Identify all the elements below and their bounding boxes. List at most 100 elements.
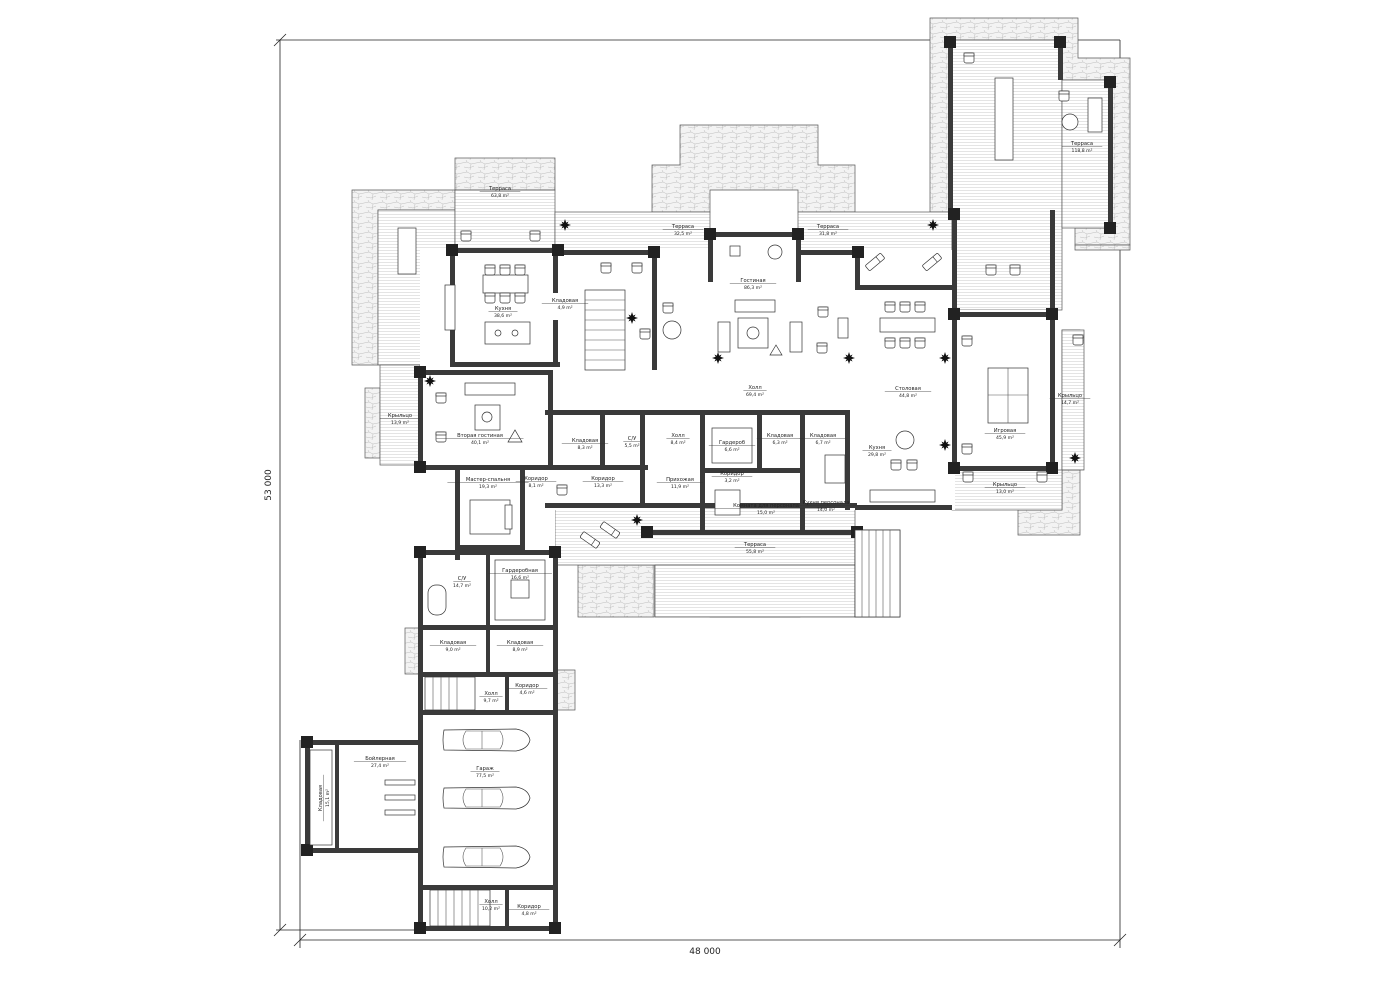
room-area: 118,8 m² [1072,148,1093,154]
room-area: 8,9 m² [512,647,527,653]
log-corners [301,36,1116,934]
armchair-icon [816,342,828,354]
main-floor [308,250,1050,928]
room-name: Гардероб [719,440,745,446]
table-icon [994,77,1014,161]
room-name: Прихожая [666,477,694,483]
sofa-icon [1087,97,1103,133]
room-name: Кладовая [507,640,533,646]
room-area: 32,5 m² [674,231,692,237]
car-icon [442,845,531,869]
armchair-icon [1058,90,1070,102]
room-name: Кладовая [810,433,836,439]
room-name: Терраса [816,224,839,230]
sofa-icon [464,382,516,396]
room-name: Кладовая [767,433,793,439]
room-area: 15,0 m² [757,510,775,516]
height-dimension: 53 000 [264,469,274,501]
room-area: 9,0 m² [445,647,460,653]
room-area: 8,3 m² [577,445,592,451]
sofa-icon [717,321,731,353]
room-name: Коридор [591,476,615,482]
room-name: Гардеробная [502,568,538,574]
armchair-icon [556,484,568,496]
armchair-icon [961,443,973,455]
room-area: 38,6 m² [494,313,512,319]
room-area: 13,3 m² [594,483,612,489]
room-name: Кладовая [440,640,466,646]
width-dimension: 48 000 [689,947,721,957]
room-area: 13,0 m² [996,489,1014,495]
room-area: 69,4 m² [746,392,764,398]
armchair-icon [914,337,926,349]
room-name: Терраса [488,186,511,192]
room-name: Крыльцо [993,482,1017,488]
room-name: Игровая [994,428,1016,434]
armchair-icon [890,459,902,471]
room-name: Мастер-спальня [466,477,510,483]
armchair-icon [529,230,541,242]
armchair-icon [1036,471,1048,483]
armchair-icon [600,262,612,274]
room-area: 45,9 m² [996,435,1014,441]
room-area: 9,7 m² [483,698,498,704]
armchair-icon [435,392,447,404]
room-name: Холл [671,433,684,439]
room-area: 10,2 m² [482,906,500,912]
armchair-icon [499,264,511,276]
bathtub-icon [427,584,447,616]
room-name: Бойлерная [365,755,395,762]
room-area: 44,8 m² [899,393,917,399]
room-area: 5,5 m² [624,443,639,449]
armchair-icon [514,292,526,304]
room-name: Кладовая [572,438,598,444]
sofa-icon [789,321,803,353]
armchair-icon [460,230,472,242]
table-icon [895,430,915,450]
room-area: 6,3 m² [772,440,787,446]
armchair-icon [899,301,911,313]
room-name: Кладовая [552,298,578,304]
room-area: 29,8 m² [868,452,886,458]
armchair-icon [499,292,511,304]
room-name: С/У [628,436,637,442]
armchair-icon [985,264,997,276]
room-name: Холл [484,691,497,697]
armchair-icon [961,335,973,347]
room-name: С/У [458,576,467,582]
armchair-icon [884,301,896,313]
room-label-wc_b: С/У14,7 m² [453,576,471,589]
room-area: 4,6 m² [519,690,534,696]
room-area: 77,5 m² [476,773,494,779]
sofa-icon [734,299,776,313]
